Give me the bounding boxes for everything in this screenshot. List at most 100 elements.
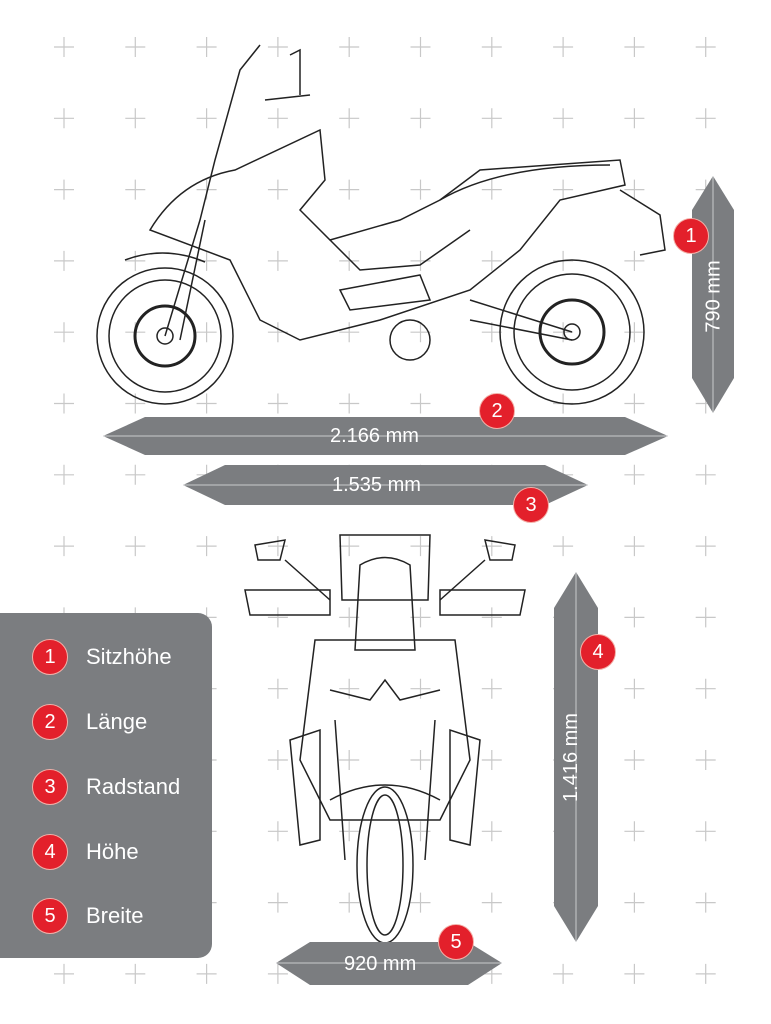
grid-plus-mark xyxy=(54,963,74,984)
length-value: 2.166 mm xyxy=(330,425,419,447)
grid-plus-mark xyxy=(481,179,502,200)
legend-label: Höhe xyxy=(86,839,139,864)
grid-plus-mark xyxy=(481,821,502,842)
badge-2: 2 xyxy=(479,393,515,429)
grid-plus-mark xyxy=(695,536,716,557)
legend-item-seat-height: 1 Sitzhöhe xyxy=(32,639,172,675)
grid-plus-mark xyxy=(481,250,502,271)
grid-plus-mark xyxy=(267,963,288,984)
grid-plus-mark xyxy=(125,464,146,485)
grid-plus-mark xyxy=(410,892,431,913)
grid-plus-mark xyxy=(624,678,645,699)
legend-label: Sitzhöhe xyxy=(86,644,172,669)
grid-plus-mark xyxy=(54,536,74,557)
legend-badge: 4 xyxy=(32,834,68,870)
legend-item-height: 4 Höhe xyxy=(32,834,139,870)
legend-badge: 1 xyxy=(32,639,68,675)
grid-plus-mark xyxy=(339,607,360,628)
grid-plus-mark xyxy=(481,892,502,913)
grid-plus-mark xyxy=(481,678,502,699)
grid-plus-mark xyxy=(267,393,288,414)
grid-plus-mark xyxy=(695,678,716,699)
grid-plus-mark xyxy=(54,322,74,343)
grid-plus-mark xyxy=(410,37,431,57)
grid-plus-mark xyxy=(267,750,288,770)
legend-label: Breite xyxy=(86,903,144,928)
grid-plus-mark xyxy=(196,393,217,414)
grid-plus-mark xyxy=(553,963,574,984)
grid-plus-mark xyxy=(267,821,288,842)
seat-height-value: 790 mm xyxy=(702,260,725,333)
grid-plus-mark xyxy=(339,250,360,271)
grid-plus-mark xyxy=(481,108,502,129)
grid-plus-mark xyxy=(125,37,146,57)
badge-5: 5 xyxy=(438,924,474,960)
grid-plus-mark xyxy=(125,108,146,129)
legend-label: Länge xyxy=(86,709,148,734)
grid-plus-mark xyxy=(339,108,360,129)
badge-4: 4 xyxy=(580,634,616,670)
grid-plus-mark xyxy=(267,179,288,200)
grid-plus-mark xyxy=(624,750,645,770)
grid-plus-mark xyxy=(481,750,502,770)
grid-plus-mark xyxy=(54,464,74,485)
grid-plus-mark xyxy=(54,393,74,414)
grid-plus-mark xyxy=(196,250,217,271)
grid-plus-mark xyxy=(54,250,74,271)
grid-plus-mark xyxy=(339,892,360,913)
legend-item-width: 5 Breite xyxy=(32,898,143,934)
grid-plus-mark xyxy=(54,37,74,57)
grid-plus-mark xyxy=(624,821,645,842)
height-value: 1.416 mm xyxy=(559,713,582,802)
grid-plus-mark xyxy=(695,108,716,129)
grid-plus-mark xyxy=(624,250,645,271)
grid-plus-mark xyxy=(624,179,645,200)
width-value: 920 mm xyxy=(344,953,417,975)
grid-plus-mark xyxy=(54,179,74,200)
grid-plus-mark xyxy=(695,37,716,57)
grid-plus-mark xyxy=(481,607,502,628)
grid-plus-mark xyxy=(553,108,574,129)
grid-plus-mark xyxy=(624,963,645,984)
grid-plus-mark xyxy=(695,607,716,628)
grid-plus-mark xyxy=(196,536,217,557)
grid-plus-mark xyxy=(267,536,288,557)
grid-plus-mark xyxy=(553,37,574,57)
motorcycle-side-view xyxy=(96,44,666,405)
grid-plus-mark xyxy=(267,607,288,628)
wheelbase-value: 1.535 mm xyxy=(332,474,421,496)
grid-plus-mark xyxy=(410,536,431,557)
motorcycle-front-view xyxy=(244,534,526,944)
grid-plus-mark xyxy=(339,393,360,414)
grid-plus-mark xyxy=(481,322,502,343)
grid-plus-mark xyxy=(54,108,74,129)
legend-badge: 5 xyxy=(32,898,68,934)
grid-plus-mark xyxy=(267,250,288,271)
grid-plus-mark xyxy=(695,750,716,770)
legend-badge: 2 xyxy=(32,704,68,740)
grid-plus-mark xyxy=(553,536,574,557)
grid-plus-mark xyxy=(125,536,146,557)
grid-plus-mark xyxy=(624,892,645,913)
grid-plus-mark xyxy=(624,536,645,557)
grid-plus-mark xyxy=(410,393,431,414)
grid-plus-mark xyxy=(695,892,716,913)
grid-plus-mark xyxy=(125,250,146,271)
grid-plus-mark xyxy=(196,37,217,57)
grid-plus-mark xyxy=(624,464,645,485)
grid-plus-mark xyxy=(624,108,645,129)
badge-1: 1 xyxy=(673,218,709,254)
grid-plus-mark xyxy=(553,179,574,200)
grid-plus-mark xyxy=(695,821,716,842)
grid-plus-mark xyxy=(339,536,360,557)
grid-plus-mark xyxy=(695,963,716,984)
grid-plus-mark xyxy=(624,393,645,414)
grid-plus-mark xyxy=(267,678,288,699)
grid-plus-mark xyxy=(339,322,360,343)
grid-plus-mark xyxy=(410,179,431,200)
grid-plus-mark xyxy=(267,37,288,57)
grid-plus-mark xyxy=(196,108,217,129)
grid-plus-mark xyxy=(624,607,645,628)
